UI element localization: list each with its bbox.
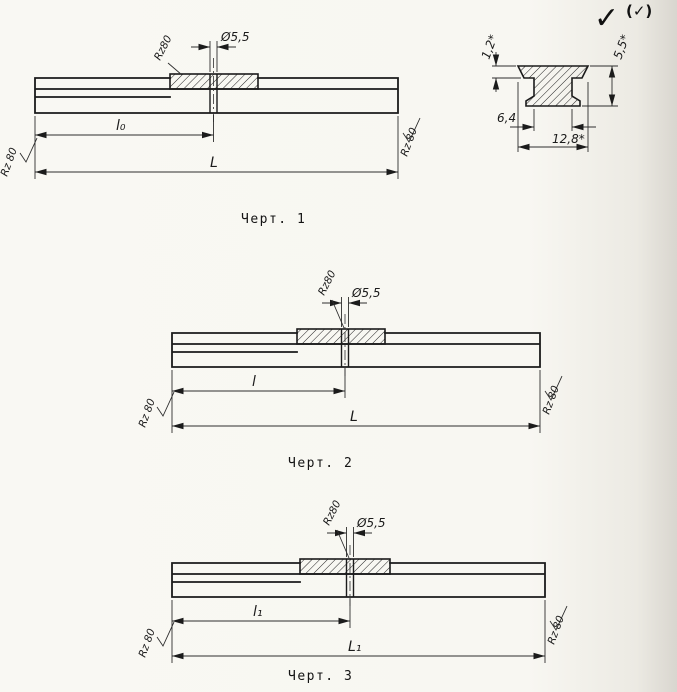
fig1-hole-label: Ø5,5 [220,30,250,44]
fig2-dim-inner: l [171,368,346,398]
surface-check-icon: ✓ [594,1,619,36]
fig2-roughness-right: Rz 80 [541,375,563,416]
fig3-roughness-right-label: Rz 80 [546,614,567,646]
fig3-roughness-left-label: Rz 80 [137,627,158,659]
fig1-roughness-left-label: Rz 80 [0,146,20,178]
fig2-caption: Черт. 2 [288,456,353,471]
surface-finish-symbol: ✓ (✓) [594,1,652,36]
fig3-pad-roughness-label: Rz80 [321,498,344,527]
fig3-dim-inner: l₁ [171,598,351,628]
fig2-hole [340,329,350,367]
fig1-roughness-right: Rz 80 [399,117,421,158]
fig2-dim-inner-label: l [252,374,256,390]
fig3-contact-pad [299,558,391,575]
fig2-hole-dimension: Ø5,5 [322,286,381,327]
fig1-caption: Черт. 1 [241,212,306,227]
fig1-contact-pad [169,73,259,90]
section-dim-outer-width-label: 12,8* [552,132,585,146]
section-dim-inner-width: 6,4 [497,109,596,131]
fig3-hole [345,559,355,597]
fig2-roughness-left-label: Rz 80 [137,397,158,429]
fig3-bar-outline [171,562,546,598]
fig2-roughness-left: Rz 80 [137,391,175,429]
fig2-pad-roughness: Rz80 [316,268,345,329]
section-outline [516,65,590,107]
section-dim-thickness: 1,2* [479,33,521,92]
fig3-dim-outer-label: L₁ [348,639,361,655]
fig1-roughness-left: Rz 80 [0,137,38,178]
fig2-pad-roughness-label: Rz80 [316,268,339,297]
fig1-dim-inner-label: l₀ [116,118,126,134]
fig3-pad-roughness: Rz80 [321,498,350,559]
fig3-roughness-right: Rz 80 [546,605,568,646]
fig1-hole-dimension: Ø5,5 [191,30,250,72]
fig3-dim-outer: L₁ [171,600,546,663]
fig1-hole [209,74,218,113]
fig2-dim-outer: L [171,370,541,433]
section-dim-inner-width-label: 6,4 [497,111,516,125]
fig1-pad-roughness: Rz80 [152,33,183,76]
section-dim-thickness-label: 1,2* [479,33,501,61]
section-dim-height: 5,5* [582,33,633,107]
section-view: 1,2* 5,5* 6,4 12,8* [479,33,633,152]
fig1-roughness-right-label: Rz 80 [399,126,420,158]
fig2-hole-label: Ø5,5 [351,286,381,300]
fig2-roughness-right-label: Rz 80 [541,384,562,416]
fig2-dim-outer-label: L [350,409,358,425]
figure-2: Ø5,5 Rz80 l L Rz 80 Rz 80 [137,268,563,471]
fig1-pad-roughness-label: Rz80 [152,33,175,62]
fig1-dim-outer-label: L [210,155,218,171]
section-dim-height-label: 5,5* [611,33,633,61]
fig3-hole-dimension: Ø5,5 [327,516,386,557]
fig3-dim-inner-label: l₁ [253,604,263,620]
figure-1: Ø5,5 Rz80 l₀ L Rz 80 Rz 80 [0,30,421,227]
fig2-bar-outline [171,332,541,368]
fig3-roughness-left: Rz 80 [137,621,175,659]
section-dim-outer-width: 12,8* [517,82,589,152]
fig1-dim-inner: l₀ [34,115,214,142]
fig3-caption: Черт. 3 [288,669,353,684]
surface-paren-check-icon: (✓) [626,2,652,20]
fig3-hole-label: Ø5,5 [356,516,386,530]
figure-3: Ø5,5 Rz80 l₁ L₁ Rz 80 Rz 80 [137,498,568,684]
fig1-dim-outer: L [34,116,399,179]
